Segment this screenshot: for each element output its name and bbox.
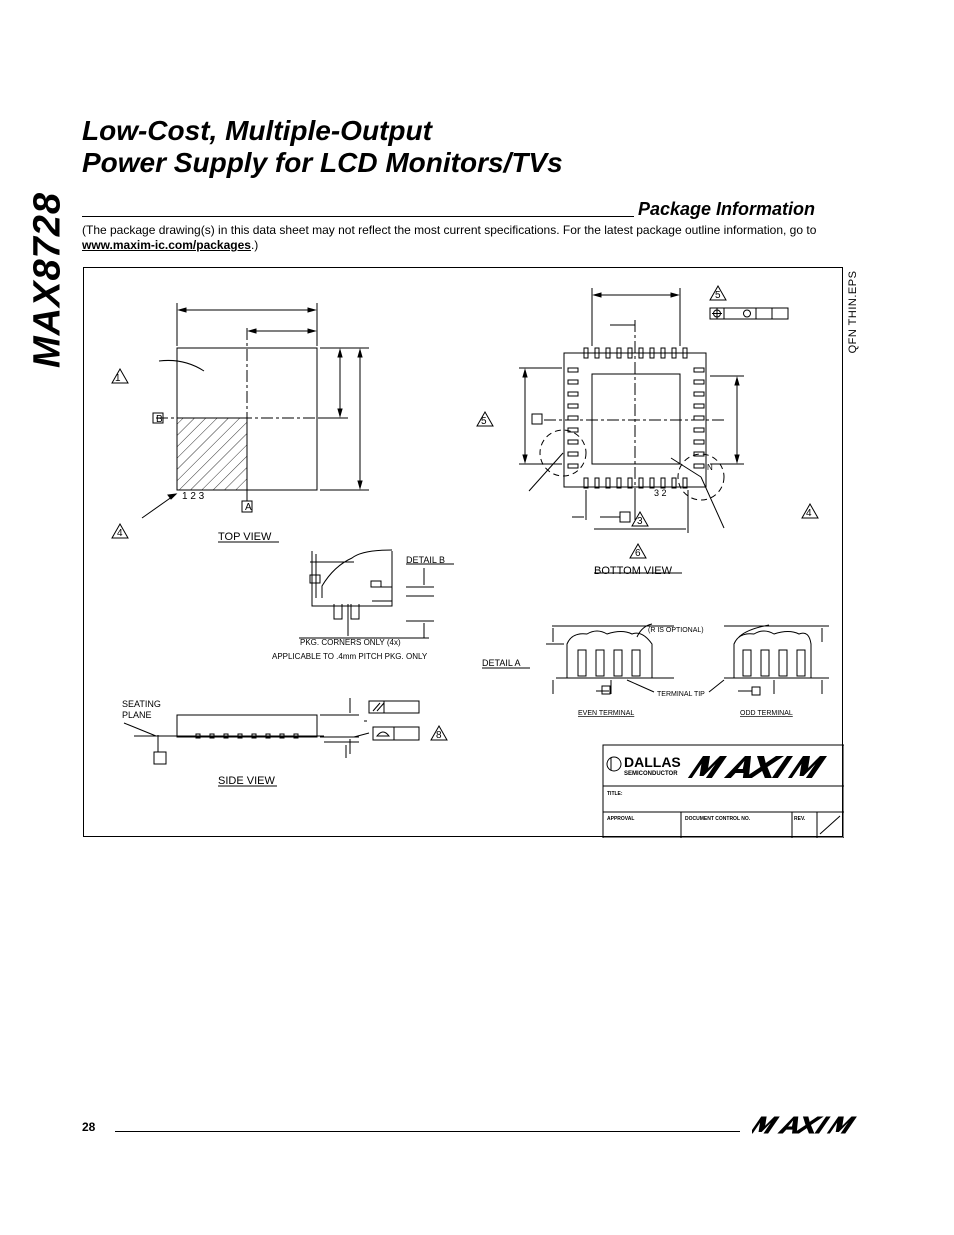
maxim-logo-icon: [749, 1116, 857, 1134]
intro-paragraph: (The package drawing(s) in this data she…: [82, 223, 864, 253]
applicable-text: APPLICABLE TO .4mm PITCH PKG. ONLY: [272, 652, 428, 661]
section-title: Package Information: [638, 199, 816, 219]
note-4-text: 4: [117, 528, 123, 539]
bottom-pins-left: [567, 367, 579, 469]
title-block-approval: APPROVAL: [607, 816, 634, 822]
footer-rule: [115, 1131, 740, 1132]
detail-a-label: DETAIL A: [482, 658, 521, 668]
seating-plane-text-2: PLANE: [122, 710, 152, 720]
part-number: MAX8728: [26, 192, 69, 368]
note-6-text: 6: [635, 548, 641, 559]
top-view: [111, 303, 369, 543]
note-1-text: 1: [115, 373, 121, 384]
side-part-number: MAX8728: [18, 192, 78, 368]
dallas-text: DALLAS: [624, 754, 681, 770]
bottom-n-text: N: [707, 463, 713, 472]
terminal-tip-text: TERMINAL TIP: [657, 691, 705, 698]
even-terminal-text: EVEN TERMINAL: [578, 710, 634, 717]
datum-a-text: A: [245, 502, 252, 513]
intro-end: .): [250, 238, 259, 252]
package-drawing-svg: 1 B A 1 2 3 4 TOP VIEW 5 5 6 4 3 3 2 N B…: [111, 284, 844, 838]
pkg-corners-text: PKG. CORNERS ONLY (4x): [300, 638, 401, 647]
note-8-text: 8: [436, 730, 442, 741]
r-optional-text: (R IS OPTIONAL): [648, 627, 704, 634]
semiconductor-text: SEMICONDUCTOR: [624, 771, 678, 777]
detail-a: [482, 623, 829, 696]
bottom-pins-top: [583, 347, 688, 359]
maxim-logo-footer: [749, 1115, 860, 1140]
note-5b-text: 5: [715, 290, 721, 301]
title-line-1: Low-Cost, Multiple-Output: [82, 115, 432, 146]
drawing-file-name: QFN THIN.EPS: [847, 270, 859, 354]
bottom-view-label: BOTTOM VIEW: [594, 565, 673, 577]
pin-numbers-text: 1 2 3: [182, 491, 205, 502]
side-view-label: SIDE VIEW: [218, 775, 275, 787]
page-number: 28: [82, 1120, 96, 1134]
packages-link[interactable]: www.maxim-ic.com/packages: [82, 238, 251, 252]
odd-terminal-text: ODD TERMINAL: [740, 710, 793, 717]
package-drawing: 1 B A 1 2 3 4 TOP VIEW 5 5 6 4 3 3 2 N B…: [83, 267, 844, 838]
section-rule: [82, 216, 634, 217]
seating-plane-text-1: SEATING: [122, 699, 161, 709]
detail-b-label: DETAIL B: [406, 555, 445, 565]
title-block: [602, 744, 844, 838]
title-block-title: TITLE:: [607, 791, 623, 797]
bottom-pins-text: 3 2: [654, 488, 667, 498]
detail-b: [299, 549, 454, 639]
note-4b-text: 4: [806, 508, 812, 519]
top-view-label: TOP VIEW: [218, 531, 272, 543]
bottom-view: [476, 284, 819, 574]
title-line-2: Power Supply for LCD Monitors/TVs: [82, 147, 563, 178]
title-block-doc: DOCUMENT CONTROL NO.: [685, 816, 751, 822]
bottom-pins-right: [693, 367, 705, 469]
bottom-pins-bottom: [583, 477, 688, 489]
note-3-text: 3: [637, 516, 643, 527]
drawing-file-label: QFN THIN.EPS: [842, 262, 864, 362]
intro-text: (The package drawing(s) in this data she…: [82, 223, 817, 237]
title-block-rev: REV.: [794, 816, 806, 822]
maxim-logo-title-block: [687, 756, 827, 778]
side-view: [123, 698, 448, 787]
note-5-text: 5: [481, 416, 487, 427]
page-title: Low-Cost, Multiple-Output Power Supply f…: [82, 115, 563, 179]
datum-b-text: B: [156, 414, 163, 425]
